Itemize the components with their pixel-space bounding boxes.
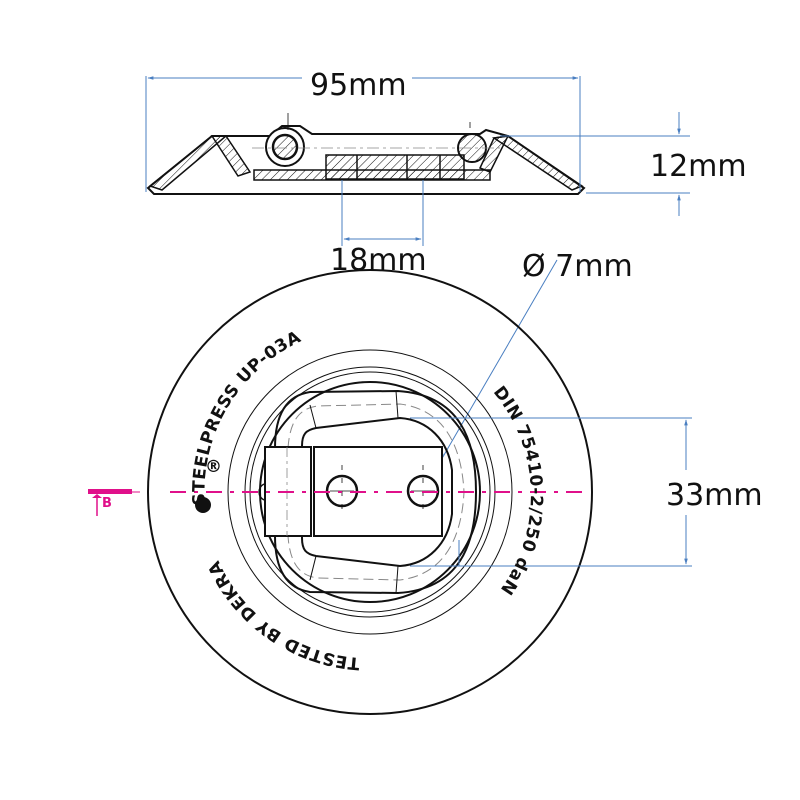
dimension-ring-width: 33mm	[410, 417, 763, 567]
registered-mark: ®	[205, 457, 223, 477]
dimension-height: 12mm	[500, 112, 747, 216]
section-marker-label: B	[102, 496, 112, 511]
ring-width-label: 33mm	[666, 478, 763, 513]
height-label: 12mm	[650, 149, 747, 184]
hole-spacing-label: 18mm	[330, 243, 427, 278]
hole-diameter-label: Ø 7mm	[522, 249, 633, 284]
dimension-width: 95mm	[145, 68, 581, 192]
width-label: 95mm	[310, 68, 407, 103]
side-view	[146, 113, 586, 195]
dekra-logo-icon	[195, 497, 211, 513]
section-line: B	[88, 489, 590, 516]
